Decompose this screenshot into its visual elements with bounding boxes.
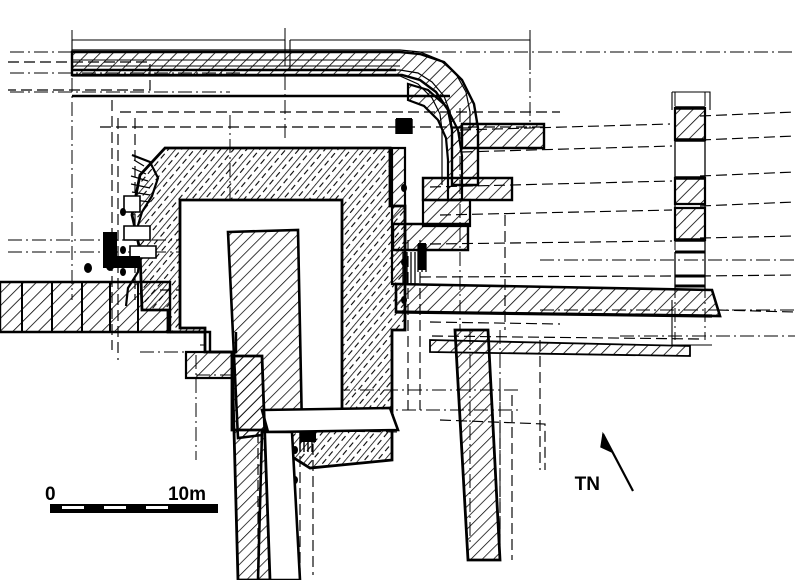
lower-right-leg-wall <box>453 328 502 562</box>
recon-right-i <box>431 335 701 340</box>
core-left-notch-a <box>123 195 141 213</box>
post-hole-1 <box>84 263 92 273</box>
scale-bar-start-label: 0 <box>45 484 56 505</box>
core-left-notch-c <box>129 245 157 259</box>
far-right-vertical-wall <box>673 106 707 290</box>
outline-right-bracket <box>672 91 711 110</box>
recon-far-right-g <box>717 309 796 313</box>
far-right-block-2 <box>673 176 707 206</box>
post-hole-5 <box>120 268 126 276</box>
north-arrow-label: TN <box>575 474 600 495</box>
right-arm-4-long <box>394 282 722 318</box>
north-arrow-head <box>600 431 614 454</box>
far-right-block-3 <box>673 206 707 242</box>
recon-right-e <box>429 240 673 245</box>
right-arm-2 <box>421 176 514 202</box>
bracket-bottom-comb <box>299 429 313 452</box>
step-block-a <box>184 350 234 380</box>
right-arm-2b <box>421 198 472 228</box>
lower-left-leg-wall <box>230 354 272 580</box>
scale-tick-3 <box>146 506 168 509</box>
bracket-top-right-comb <box>395 119 413 134</box>
scale-bar-end-label: 10m <box>168 484 206 505</box>
ashlar-wall-body <box>0 280 172 334</box>
right-arm-1 <box>460 122 546 150</box>
scale-tick-1 <box>62 506 84 509</box>
bracket-left-foot <box>103 256 140 268</box>
lower-sill-band <box>260 406 400 434</box>
mid-right-vertical-strip <box>390 146 407 286</box>
far-right-block-1 <box>673 106 707 142</box>
lower-centre-walls <box>230 328 502 580</box>
upper-wall-hatched-body <box>70 50 480 187</box>
right-wall-arms <box>391 122 722 357</box>
far-right-wall-edges <box>674 108 706 290</box>
right-arm-5-thin <box>429 339 691 357</box>
outline-top-bracket2 <box>290 39 531 70</box>
post-hole-3 <box>120 208 126 216</box>
scale-bar: 0 10m <box>45 484 218 513</box>
recon-right-h <box>429 321 561 325</box>
recon-right-f <box>419 275 673 278</box>
core-masonry-mass <box>123 146 407 470</box>
recon-right-b <box>461 145 673 153</box>
core-left-notch-b <box>123 225 151 241</box>
scale-tick-2 <box>104 506 126 509</box>
north-arrow: TN <box>575 431 634 495</box>
mid-right-strip-body <box>390 146 407 286</box>
scale-bar-ticks <box>62 506 168 509</box>
ashlar-block-wall-left <box>0 280 172 334</box>
scale-bar-body <box>50 504 218 513</box>
recon-right-d <box>439 209 673 216</box>
core-left-rough-face <box>124 153 160 307</box>
post-hole-4 <box>120 246 126 254</box>
core-left-serration <box>130 159 151 203</box>
ashlar-block-joints <box>21 282 139 332</box>
right-arm-4-bottom-edge <box>395 310 713 318</box>
